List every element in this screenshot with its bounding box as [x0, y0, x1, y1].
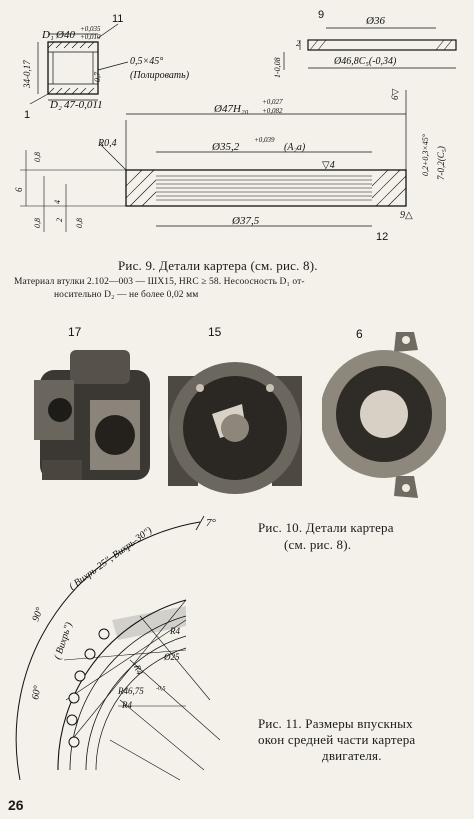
ring-hatching-right	[371, 169, 407, 207]
washer-drawing	[283, 27, 457, 70]
fig11-vikhr-25-30: ( Вихрь-25", Вихрь-30")	[67, 525, 154, 593]
ring-width: 7-0,2(С₅)	[436, 146, 446, 180]
ring-d35: Ø35,2	[211, 141, 240, 153]
ring-hatching-left	[125, 169, 157, 207]
bushing-small-dim: 0,7	[93, 71, 102, 82]
callout-9: 9	[318, 9, 324, 21]
callout-1: 1	[24, 109, 30, 121]
fig11-r4-mid: R4	[132, 662, 145, 676]
ring-d47-lower: +0,082	[262, 107, 283, 115]
fig10-caption-line1: Рис. 10. Детали картера	[258, 520, 394, 535]
fig11-port-holes	[66, 628, 110, 748]
washer-hatching	[309, 39, 453, 51]
fig11-r4-top: R4	[169, 626, 180, 636]
fig11-outer-arc	[15, 521, 201, 781]
ring-rough-9: 9△	[400, 210, 413, 221]
fig9-note-line2: носительно D₂ — не более 0,02 мм	[54, 290, 199, 300]
fig11-angle-60: 60°	[30, 685, 43, 701]
bushing-hatching	[47, 41, 95, 95]
fig11-vikhr: ( Вихрь")	[52, 620, 75, 661]
ring-d47: Ø47Н₂₀	[213, 103, 249, 115]
page-number: 26	[8, 797, 24, 813]
bushing-length: 34-0,17	[22, 60, 32, 89]
ring-rough-6: 6▽	[390, 89, 400, 101]
fig9-caption: Рис. 9. Детали картера (см. рис. 8).	[118, 258, 318, 273]
ring-left-6: 6	[14, 187, 24, 192]
ring-left-08c: 0,8	[75, 218, 84, 228]
fig11-caption-line2: окон средней части картера	[258, 732, 416, 747]
ring-grooves	[156, 175, 372, 201]
fig11-port-fill	[112, 606, 186, 640]
bushing-polish: (Полировать)	[130, 70, 190, 81]
ring-left-4: 4	[53, 200, 62, 204]
washer-thickness: 1-0,08	[273, 57, 282, 78]
ring-d35-tol: +0,039	[254, 136, 275, 144]
bushing-d1-lower: +0,010	[80, 33, 101, 41]
fig10-caption-line2: (см. рис. 8).	[284, 537, 352, 552]
ring-d35-fit: (А₂а)	[284, 142, 306, 153]
bushing-d2-value: 47-0,011	[64, 99, 103, 111]
ring-drawing	[20, 90, 407, 232]
fig11-r25: Ø25	[163, 652, 180, 662]
bushing-drawing	[29, 23, 129, 105]
part-17-photo	[34, 350, 150, 480]
fig11-r4-bottom: R4	[121, 700, 132, 710]
bushing-d1-value: Ø40	[55, 29, 75, 41]
ring-left-08a: 0,8	[33, 152, 42, 162]
callout-11: 11	[112, 13, 123, 25]
washer-two: 2	[296, 39, 300, 48]
bushing-d1-label: D₁	[41, 29, 54, 41]
bushing-d2-label: D₂	[49, 99, 62, 111]
callout-12: 12	[376, 231, 388, 243]
fig11-caption-line3: двигателя.	[322, 748, 382, 763]
washer-d36: Ø36	[365, 15, 385, 27]
washer-d46: Ø46,8С₅(-0,34)	[333, 56, 397, 67]
bushing-d1-upper: +0,035	[80, 25, 101, 33]
washer-outline	[307, 39, 457, 51]
fig11-angle-90: 90°	[30, 606, 45, 623]
ring-d47-upper: +0,027	[262, 98, 283, 106]
ring-rough-4: ▽4	[322, 160, 335, 171]
ring-chamfer: 0,2+0,3×45°	[421, 133, 430, 176]
part-15-photo	[168, 362, 302, 494]
fig11-caption-line1: Рис. 11. Размеры впускных	[258, 716, 413, 731]
fig11-r46-tol: -0,5	[156, 686, 166, 692]
ring-radius: R0,4	[97, 138, 117, 149]
fig9-drawings: D₁ Ø40 +0,035 +0,010 11 34-0,17 0,7 0,5×…	[14, 9, 457, 243]
fig11-angle-7: 7°	[206, 517, 217, 529]
fig11-r46: R46,75	[117, 686, 144, 696]
ring-left-2: 2	[55, 218, 64, 222]
bushing-outline	[47, 41, 99, 95]
bushing-chamfer: 0,5×45°	[130, 56, 163, 67]
fig9-note-line1: Материал втулки 2.102—003 — ШХ15, HRC ≥ …	[14, 277, 305, 287]
ring-d375: Ø37,5	[231, 215, 260, 227]
ring-left-08b: 0,8	[33, 218, 42, 228]
part-6-photo	[322, 332, 446, 498]
